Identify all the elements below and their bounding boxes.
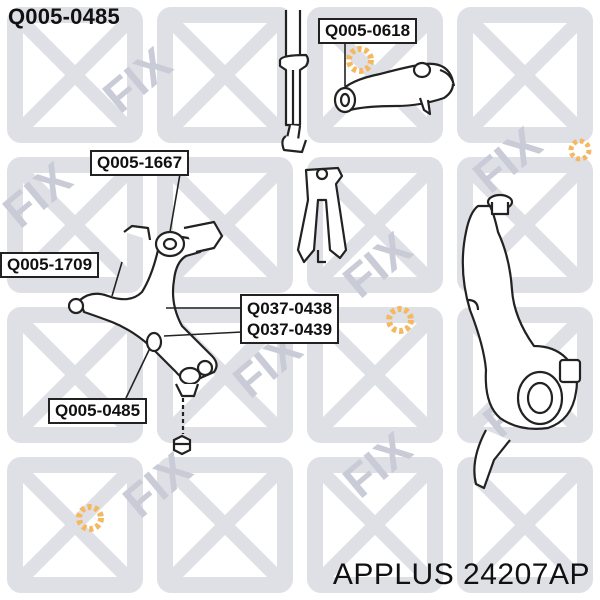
label-ball-joint-end: Q005-1709 bbox=[0, 252, 100, 278]
page-title: Q005-0485 bbox=[8, 4, 120, 29]
lower-arm-drawing bbox=[67, 220, 224, 398]
label-bushing-pair: Q037-0438 Q037-0439 bbox=[240, 294, 340, 344]
subframe-bracket-drawing bbox=[296, 166, 348, 264]
strut-drawing bbox=[278, 10, 310, 154]
upper-arm-drawing bbox=[333, 61, 456, 116]
label-bushing-pair-a: Q037-0438 bbox=[247, 299, 333, 318]
label-bushing-top: Q005-1667 bbox=[90, 150, 190, 176]
footer-brand-part: APPLUS 24207AP bbox=[332, 558, 590, 591]
gear-watermark-icon bbox=[76, 46, 592, 532]
label-lower-arm: Q005-0485 bbox=[48, 398, 148, 424]
leader-lines bbox=[111, 40, 346, 399]
label-bushing-pair-b: Q037-0439 bbox=[247, 320, 333, 339]
knuckle-drawing bbox=[461, 193, 582, 490]
label-upper-arm: Q005-0618 bbox=[318, 18, 418, 44]
nut-drawing bbox=[172, 398, 192, 456]
